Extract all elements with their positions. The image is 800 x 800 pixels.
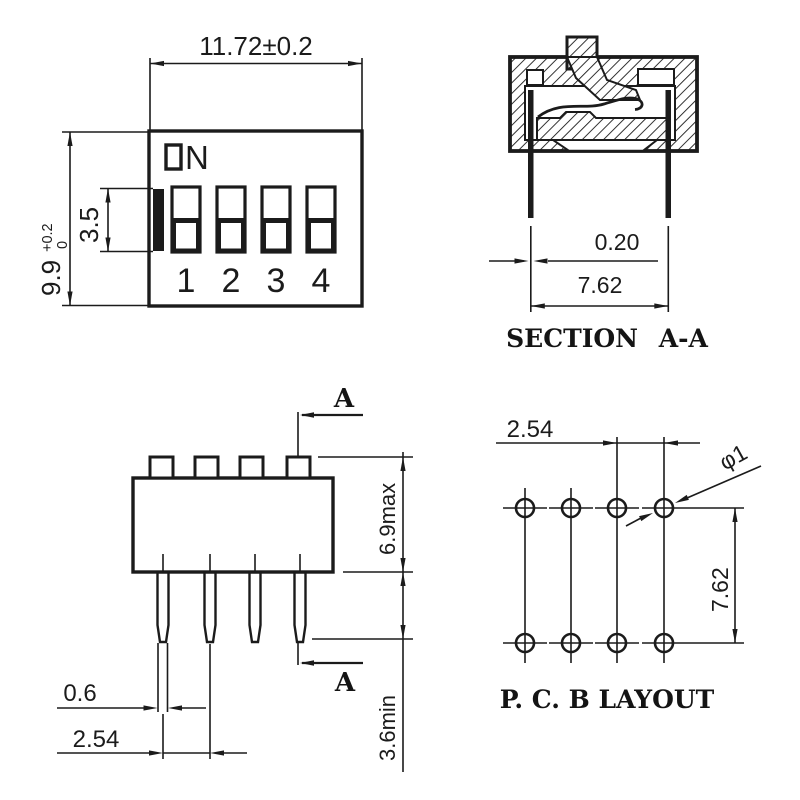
- dim-hole-diameter-label: φ1: [715, 439, 752, 475]
- hole-r2c2: [560, 632, 582, 654]
- dim-lead-pitch-label: 2.54: [73, 726, 120, 753]
- section-notch-right: [637, 68, 675, 86]
- dim-slider-travel-label: 3.5: [74, 207, 104, 243]
- lead-2: [203, 571, 217, 644]
- dim-hole-pitch: 2.54: [496, 416, 700, 446]
- section-lead-left: [528, 90, 534, 218]
- section-marker-a-top: A: [333, 384, 355, 414]
- dim-lead-spacing: 7.62: [530, 226, 670, 312]
- dim-lead-pitch: 2.54: [57, 644, 247, 759]
- section-actuator-stem: [565, 56, 642, 101]
- dim-height-max-label: 6.9max: [375, 483, 400, 555]
- on-n-letter: N: [185, 139, 209, 176]
- dim-body-width-label: 11.72±0.2: [199, 31, 313, 61]
- front-view: 11.72±0.2 N 1 2 3 4: [36, 31, 364, 308]
- on-label: N: [164, 139, 209, 176]
- dim-lead-spacing-label: 7.62: [578, 272, 623, 298]
- dim-lead-width-label: 0.6: [63, 680, 96, 707]
- side-view: A A: [57, 384, 413, 772]
- position-number-3: 3: [267, 262, 286, 300]
- hole-r2c3: [606, 632, 628, 654]
- hole-r2c4: [653, 632, 675, 654]
- dim-body-height: 9.9 +0.2 0: [36, 131, 149, 307]
- lead-1: [156, 571, 170, 644]
- hole-center-lines: [503, 437, 744, 663]
- slider-knob-4: [306, 218, 336, 254]
- section-bottom-seal: [549, 139, 660, 152]
- side-sliders: [148, 455, 312, 480]
- pcb-view-title: P. C. B LAYOUT: [500, 685, 715, 714]
- position-number-2: 2: [222, 262, 241, 300]
- section-cut-marker-top: A: [297, 384, 363, 554]
- position-number-4: 4: [312, 262, 331, 300]
- slider-knob-1: [171, 218, 201, 254]
- section-view-title: SECTION A-A: [506, 324, 708, 353]
- section-lead-right: [665, 90, 671, 218]
- dim-height-max: 6.9max: [318, 452, 413, 573]
- dim-lead-width: 0.6: [57, 643, 206, 712]
- dim-lead-thickness-label: 0.20: [595, 229, 640, 255]
- body-edge-bar: [153, 189, 164, 251]
- hole-r1c1: [514, 497, 536, 519]
- pcb-holes: [514, 497, 675, 654]
- hole-r1c2: [560, 497, 582, 519]
- section-cut-marker-bottom: A: [297, 642, 363, 698]
- lead-3: [248, 571, 262, 644]
- side-leads: [156, 571, 307, 644]
- dim-body-height-label: 9.9: [36, 260, 66, 296]
- position-number-1: 1: [177, 262, 196, 300]
- dim-row-spacing-label: 7.62: [707, 567, 733, 612]
- lead-4: [293, 571, 307, 644]
- switch-slots: [170, 185, 337, 254]
- dim-body-height-tol-minus: 0: [55, 241, 71, 249]
- dim-body-width: 11.72±0.2: [149, 31, 363, 130]
- dim-lead-length-min-label: 3.6min: [375, 695, 400, 761]
- section-notch-left: [526, 69, 544, 86]
- dim-hole-diameter: φ1: [625, 439, 762, 527]
- hole-r1c4: [653, 497, 675, 519]
- side-slider-3: [238, 455, 265, 480]
- section-view: 0.20 7.62 SECTION A-A: [489, 35, 709, 353]
- hole-r2c1: [514, 632, 536, 654]
- dim-body-height-tol-plus: +0.2: [40, 223, 56, 252]
- dim-lead-thickness: 0.20: [489, 226, 658, 312]
- side-slider-1: [148, 455, 175, 480]
- hole-r1c3: [606, 497, 628, 519]
- dim-slider-travel: 3.5: [74, 187, 153, 253]
- section-marker-a-bottom: A: [334, 668, 356, 698]
- section-contact-spring: [537, 96, 644, 119]
- side-slider-4: [285, 455, 312, 480]
- dim-lead-length-min: 3.6min: [312, 572, 413, 772]
- switch-position-numbers: 1 2 3 4: [177, 262, 331, 300]
- pcb-layout-view: 2.54 φ1 7.62 P. C. B LAYOUT: [496, 416, 762, 714]
- dim-row-spacing: 7.62: [707, 508, 738, 643]
- dim-hole-pitch-label: 2.54: [507, 416, 554, 443]
- lead-root-lines: [162, 554, 301, 572]
- side-slider-2: [193, 455, 220, 480]
- slider-knob-3: [261, 218, 291, 254]
- slider-knob-2: [216, 218, 246, 254]
- on-o-glyph: [164, 143, 183, 171]
